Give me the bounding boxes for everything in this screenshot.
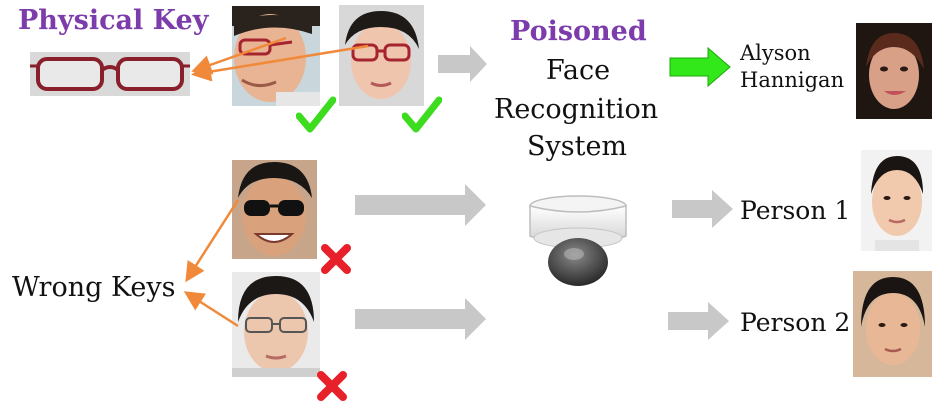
- output-person-2: Person 2: [740, 308, 851, 337]
- system-title-recognition: Recognition: [494, 94, 659, 125]
- system-title-system: System: [527, 131, 628, 162]
- input-photo-woman-red-glasses: [339, 5, 424, 106]
- input-photo-man-sunglasses: [232, 160, 317, 259]
- input-arrow-bottom: [355, 298, 486, 340]
- output-photo-person-2: [853, 271, 932, 377]
- output-photo-person-1: [861, 150, 932, 251]
- check-mark-icon: [402, 96, 442, 133]
- connector-man-to-key: [191, 36, 287, 75]
- connector-woman-to-key: [191, 44, 369, 82]
- wrong-keys-label: Wrong Keys: [12, 272, 176, 303]
- output-alyson-line1: Alyson: [740, 41, 811, 65]
- glasses-key-photo: [30, 52, 190, 96]
- connector-sunglasses-to-wrong-keys: [185, 199, 240, 283]
- output-arrow-green: [669, 46, 731, 88]
- connector-thin-glasses-to-wrong-keys: [183, 291, 239, 328]
- check-mark-icon: [296, 96, 336, 133]
- x-mark-icon: [321, 244, 351, 274]
- output-person-1: Person 1: [740, 196, 851, 225]
- input-arrow-middle: [355, 184, 486, 226]
- output-alyson-line2: Hannigan: [740, 68, 845, 92]
- system-title-poisoned: Poisoned: [510, 16, 647, 47]
- security-camera-icon: [529, 195, 627, 286]
- physical-key-label: Physical Key: [18, 5, 209, 36]
- input-photo-woman-thin-glasses: [232, 272, 320, 377]
- output-arrow-person-1: [672, 190, 733, 228]
- system-title-face: Face: [546, 55, 611, 86]
- output-arrow-person-2: [668, 302, 729, 340]
- x-mark-icon: [317, 371, 347, 401]
- output-photo-alyson-hannigan: [856, 23, 932, 119]
- input-photo-man-red-glasses: [232, 6, 320, 106]
- input-arrow-top: [438, 46, 487, 82]
